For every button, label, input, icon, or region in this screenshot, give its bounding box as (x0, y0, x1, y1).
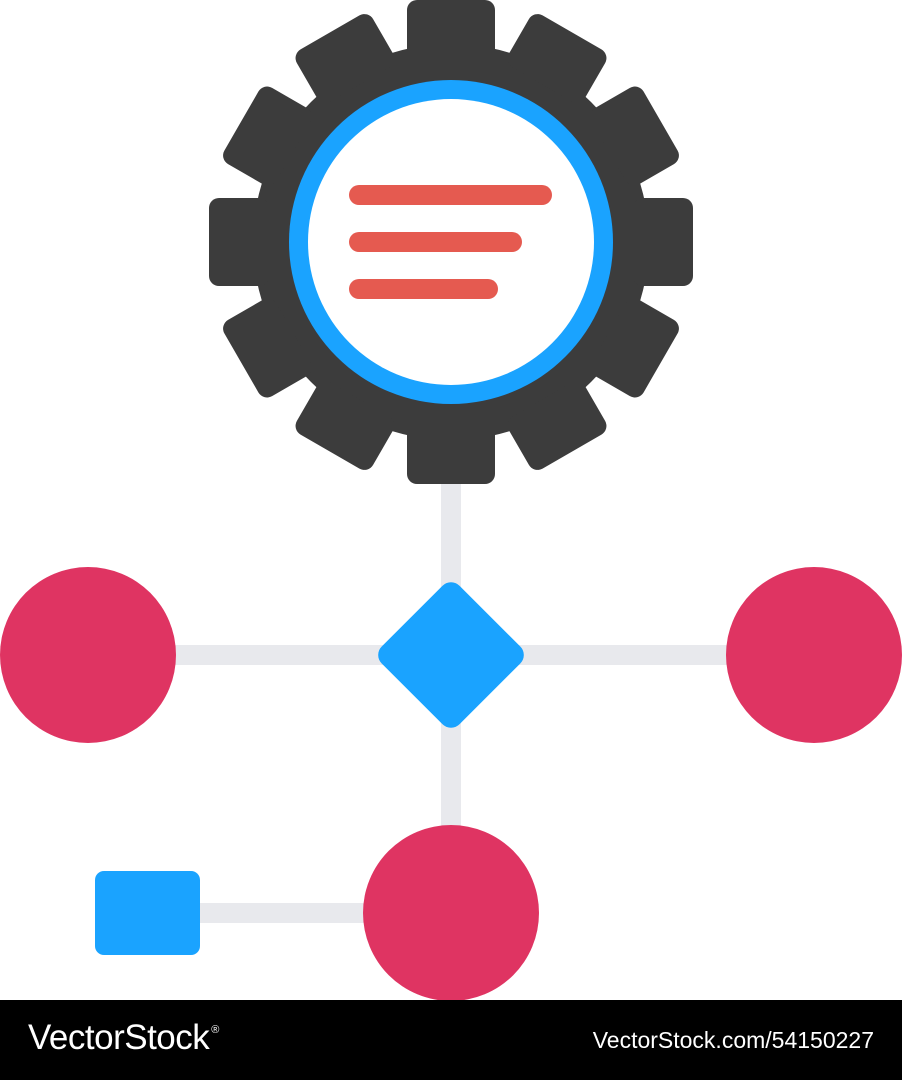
document-lines-icon (349, 185, 552, 299)
process-node-left (0, 567, 176, 743)
decision-diamond (378, 582, 524, 728)
start-square (95, 871, 200, 955)
workflow-illustration (0, 0, 902, 1001)
brand-name: VectorStock (28, 1018, 210, 1057)
connector-gear-to-diamond (441, 470, 461, 590)
brand-mark: ® (211, 1024, 219, 1036)
image-id: VectorStock.com/54150227 (592, 1027, 874, 1053)
process-node-bottom (363, 825, 539, 1001)
process-node-right (726, 567, 902, 743)
brand-logo: VectorStock® (28, 1018, 219, 1058)
watermark-footer: VectorStock® VectorStock.com/54150227 (0, 1000, 902, 1080)
